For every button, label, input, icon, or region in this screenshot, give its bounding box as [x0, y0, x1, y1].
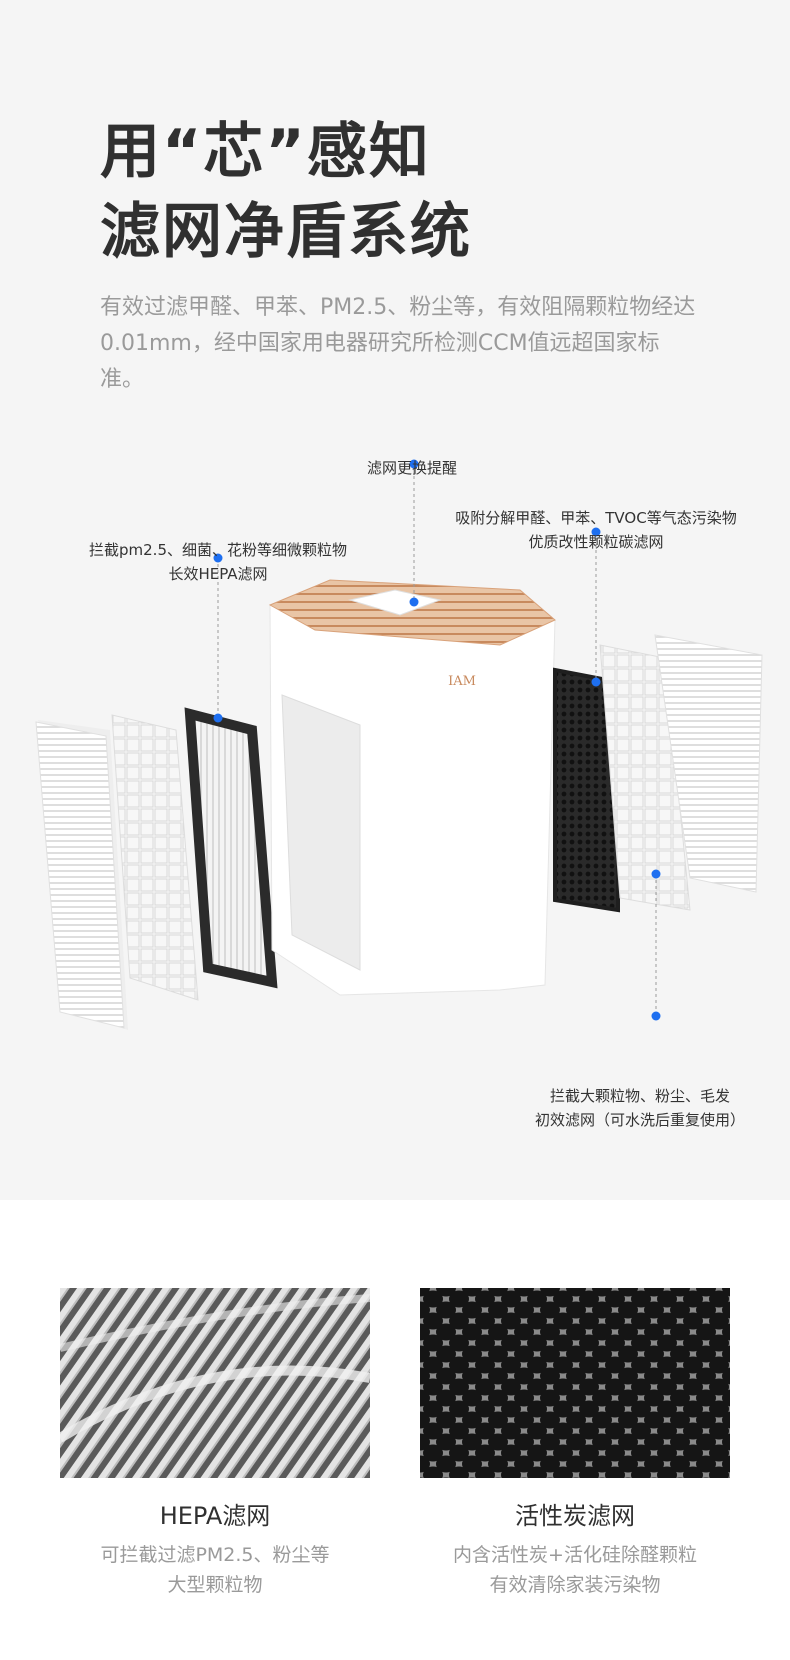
left-front-grille [35, 720, 128, 1030]
product-logo: IAM [448, 674, 476, 689]
title-line-1: 用“芯”感知 [100, 117, 431, 187]
callout-replacement-reminder: 滤网更换提醒 [332, 456, 492, 480]
exploded-product-diagram: IAM [35, 459, 763, 1030]
callout-carbon-line-1: 吸附分解甲醛、甲苯、TVOC等气态污染物 [455, 509, 737, 527]
hepa-filter-module [184, 707, 278, 989]
hepa-filter-closeup [60, 1288, 370, 1478]
callout-carbon-filter: 吸附分解甲醛、甲苯、TVOC等气态污染物 优质改性颗粒碳滤网 [446, 506, 746, 554]
hepa-desc-line-1: 可拦截过滤PM2.5、粉尘等 [100, 1544, 330, 1566]
callout-prefilter: 拦截大颗粒物、粉尘、毛发 初效滤网（可水洗后重复使用） [520, 1084, 760, 1132]
left-prefilter-mesh [111, 714, 199, 1001]
callout-hepa-line-2: 长效HEPA滤网 [168, 565, 268, 583]
page-title: 用“芯”感知 滤网净盾系统 [100, 112, 472, 272]
callout-prefilter-line-1: 拦截大颗粒物、粉尘、毛发 [549, 1087, 730, 1105]
callout-carbon-line-2: 优质改性颗粒碳滤网 [528, 533, 664, 551]
hepa-card-title: HEPA滤网 [159, 1502, 271, 1530]
right-back-grille [654, 634, 763, 893]
carbon-card-title: 活性炭滤网 [515, 1502, 635, 1530]
carbon-desc-line-1: 内含活性炭+活化硅除醛颗粒 [453, 1544, 697, 1566]
callout-hepa-line-1: 拦截pm2.5、细菌、花粉等细微颗粒物 [89, 541, 347, 559]
callout-replacement-line-1: 滤网更换提醒 [366, 459, 457, 477]
intro-text: 有效过滤甲醛、甲苯、PM2.5、粉尘等，有效阻隔颗粒物经达0.01mm，经中国家… [100, 295, 696, 392]
carbon-desc-line-2: 有效清除家装污染物 [489, 1574, 661, 1596]
hepa-desc-line-2: 大型颗粒物 [167, 1574, 263, 1596]
callout-leaders [213, 459, 661, 1021]
callout-hepa-filter: 拦截pm2.5、细菌、花粉等细微颗粒物 长效HEPA滤网 [78, 538, 358, 586]
callout-prefilter-line-2: 初效滤网（可水洗后重复使用） [534, 1111, 745, 1129]
purifier-body: IAM [268, 579, 556, 996]
carbon-filter-closeup [420, 1288, 730, 1478]
hepa-card-description: 可拦截过滤PM2.5、粉尘等 大型颗粒物 [60, 1540, 370, 1600]
carbon-card-description: 内含活性炭+活化硅除醛颗粒 有效清除家装污染物 [420, 1540, 730, 1600]
title-line-2: 滤网净盾系统 [100, 197, 472, 267]
